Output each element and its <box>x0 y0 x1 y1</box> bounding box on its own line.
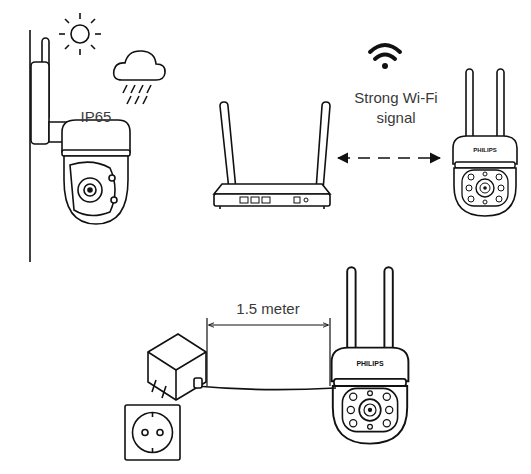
power-adapter <box>148 334 336 400</box>
signal-arrow <box>338 157 440 159</box>
camera-front <box>332 267 409 443</box>
signal-label: Strong Wi-Fi signal <box>340 88 452 129</box>
dimension-label: 1.5 meter <box>213 299 323 319</box>
wifi-icon <box>370 45 400 69</box>
wall-socket <box>125 405 180 460</box>
camera-front <box>453 69 517 216</box>
router <box>214 102 330 209</box>
rating-label: IP65 <box>56 107 136 127</box>
sun-icon <box>59 13 101 55</box>
brand-label: PHILIPS <box>460 146 510 154</box>
dimension-bracket <box>207 318 330 386</box>
rain-cloud-icon <box>114 51 165 104</box>
brand-label: PHILIPS <box>342 359 398 368</box>
wall-camera <box>30 30 130 262</box>
